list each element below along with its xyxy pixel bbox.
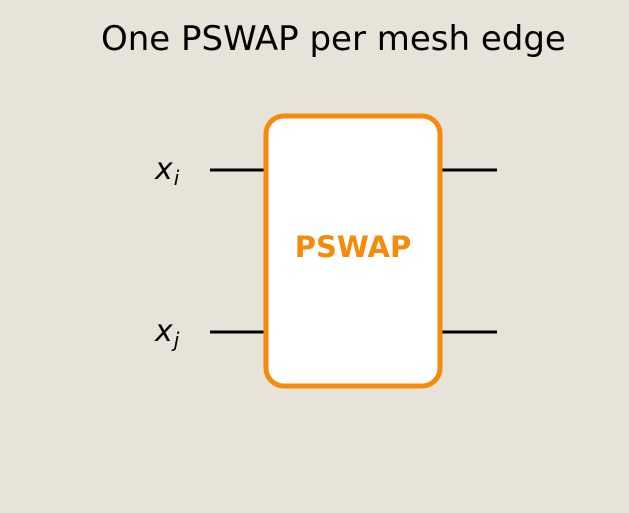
qubit-label-j: xj (154, 314, 180, 352)
diagram-title: One PSWAP per mesh edge (101, 19, 566, 59)
qubit-symbol-i: x (154, 152, 173, 187)
qubit-subscript-i: i (174, 166, 180, 190)
pswap-gate-box (263, 113, 443, 389)
qubit-label-i: xi (154, 152, 180, 190)
qubit-symbol-j: x (154, 314, 173, 349)
pswap-gate-label: PSWAP (295, 230, 412, 264)
qubit-subscript-j: j (171, 328, 180, 352)
